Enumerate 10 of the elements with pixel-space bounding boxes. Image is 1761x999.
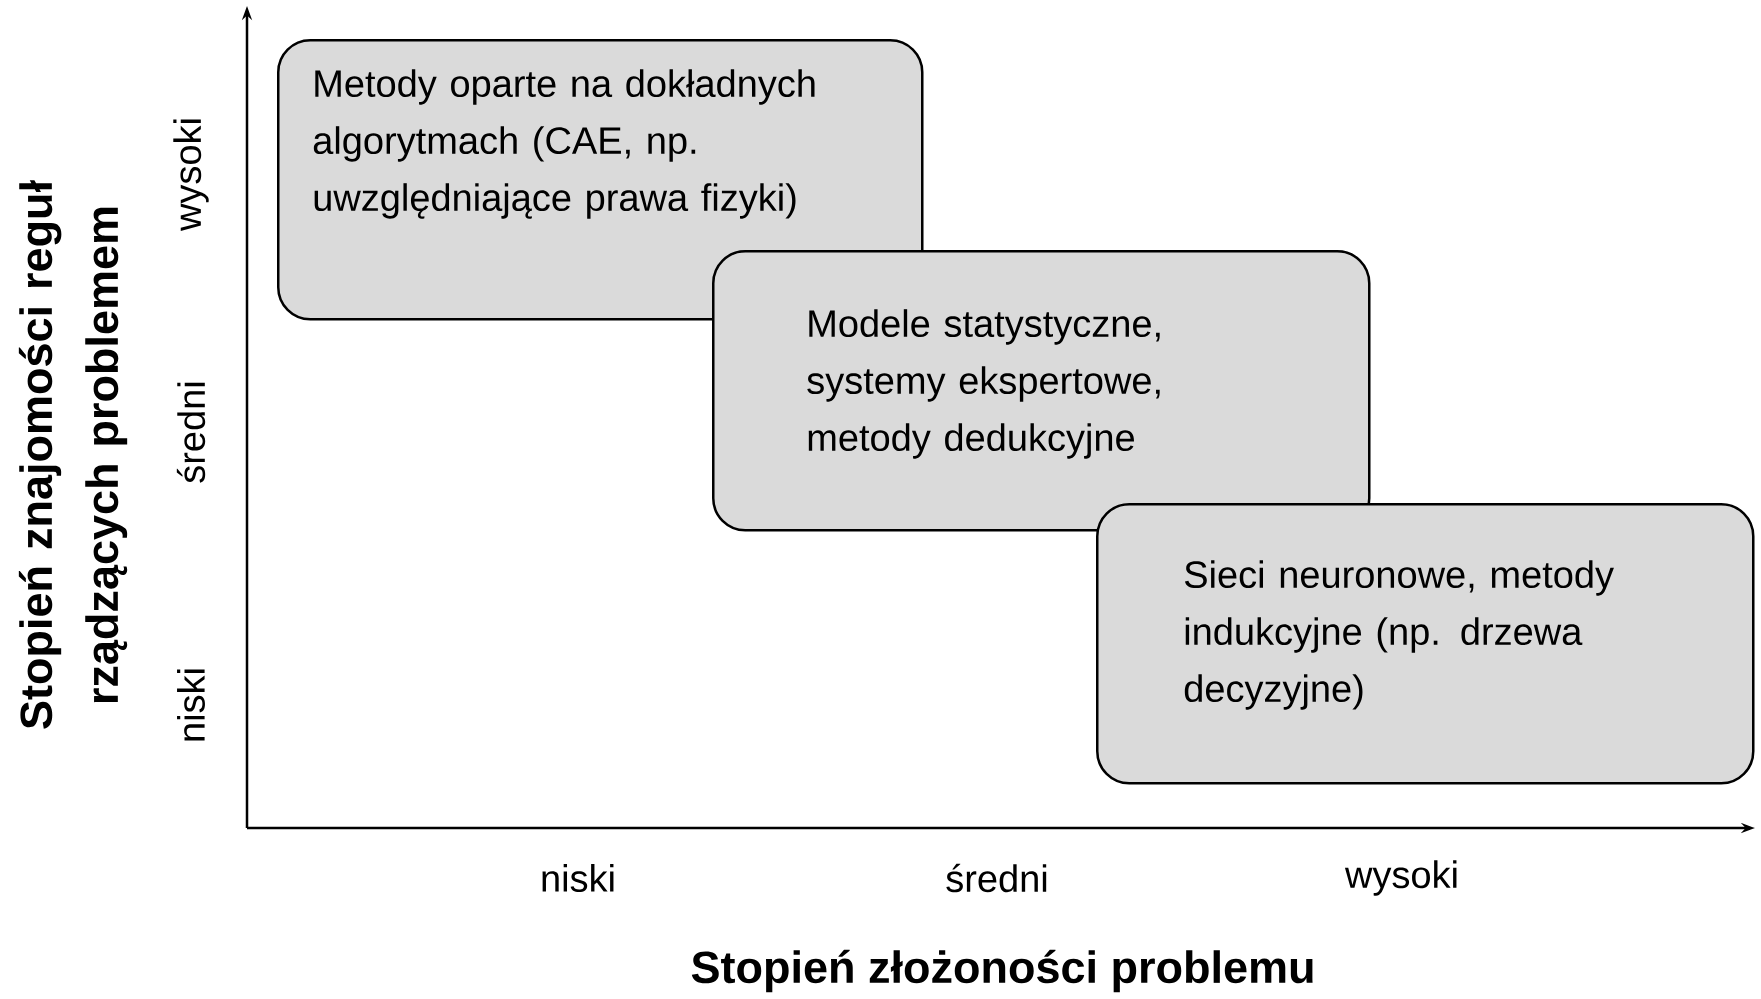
- axis-title: Stopień złożoności problemu: [691, 949, 1313, 993]
- axis-title: Stopień znajomości reguł rządzących problemem: [18, 180, 128, 729]
- rounded-box: Sieci neuronowe, metody indukcyjne (np. drzewa decyzyjne): [1096, 503, 1755, 785]
- tick-label: średni: [176, 382, 206, 483]
- tick-label: niski: [177, 669, 205, 741]
- tick-label: wysoki: [173, 119, 209, 232]
- rounded-box: Modele statystyczne, systemy ekspertowe, metody dedukcyjne: [712, 250, 1371, 532]
- tick-label: niski: [542, 864, 614, 892]
- tick-label: wysoki: [1344, 860, 1457, 896]
- tick-label: średni: [946, 863, 1047, 893]
